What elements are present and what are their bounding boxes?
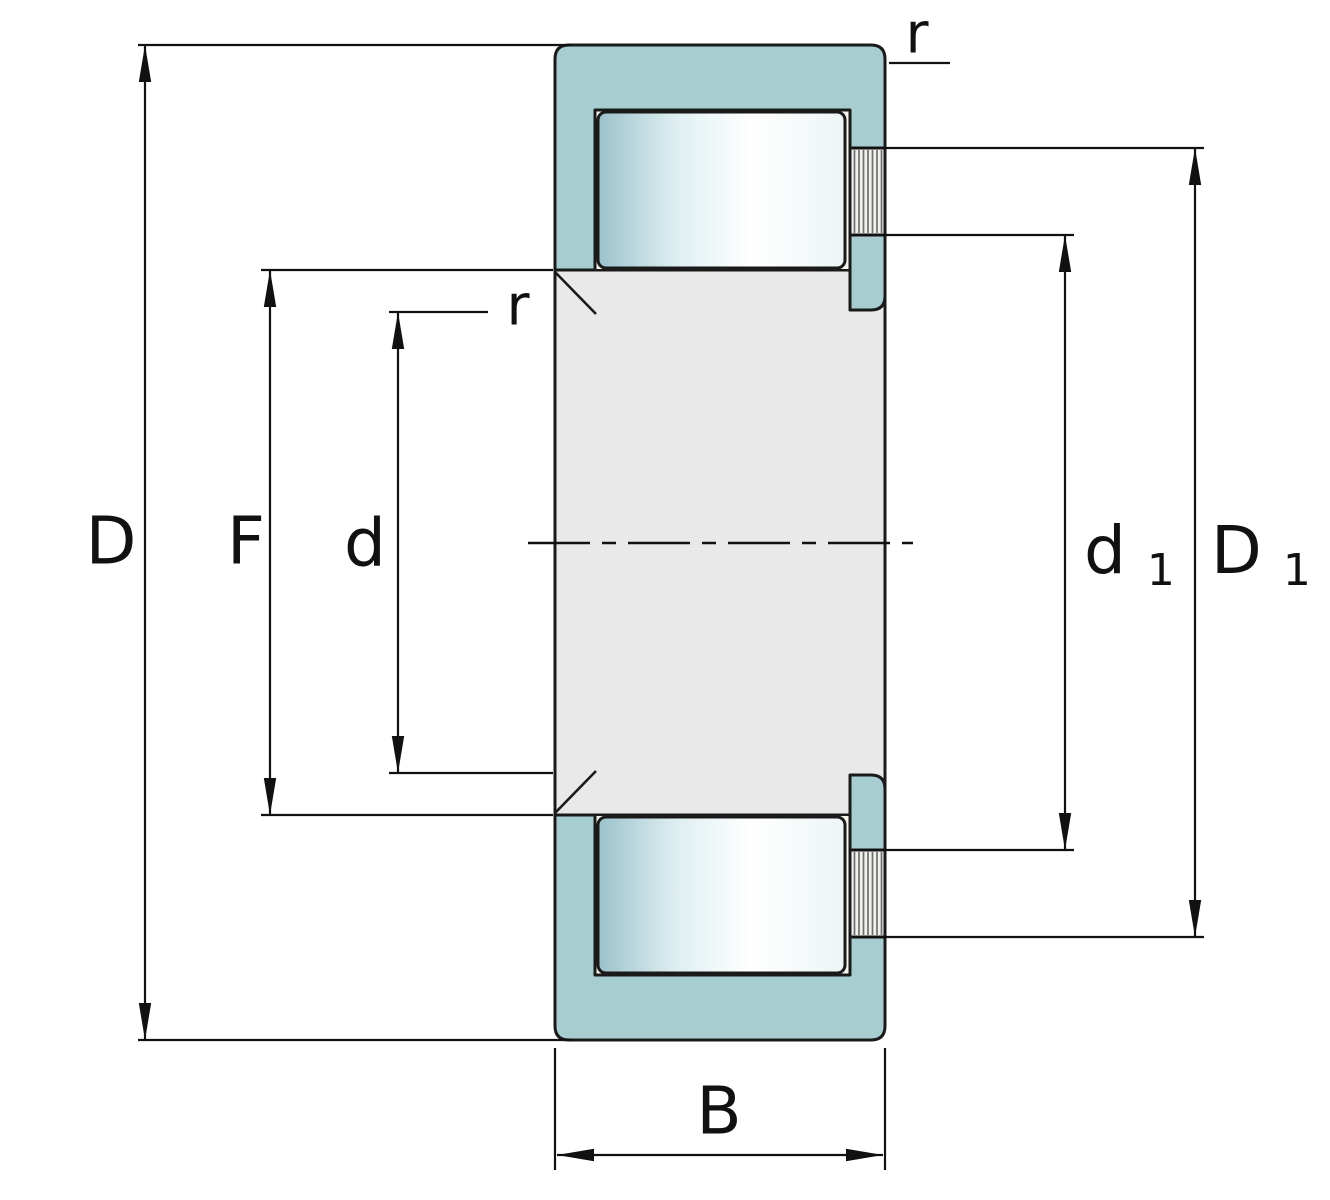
outer-ring-top-section [553,43,887,312]
cage-rib-lines-top [853,150,883,233]
label-inner-shoulder-diameter: d 1 [1084,512,1175,596]
roller-bottom [596,815,847,975]
label-outer-diameter: D [86,503,137,580]
label-bore-diameter: d [344,505,386,582]
label-radius-inner: r [506,274,530,339]
inner-ring-chamfer-bottom [554,770,597,814]
label-width: B [696,1073,741,1150]
label-outer-shoulder-diameter: D 1 [1211,512,1311,596]
inner-ring-chamfer-top [554,271,597,315]
label-radius-outer: r [905,2,929,67]
label-flange-diameter: F [227,503,265,580]
roller-top [596,110,847,270]
outer-ring-bottom-section [553,773,887,1042]
cage-rib-lines-bottom [853,852,883,935]
